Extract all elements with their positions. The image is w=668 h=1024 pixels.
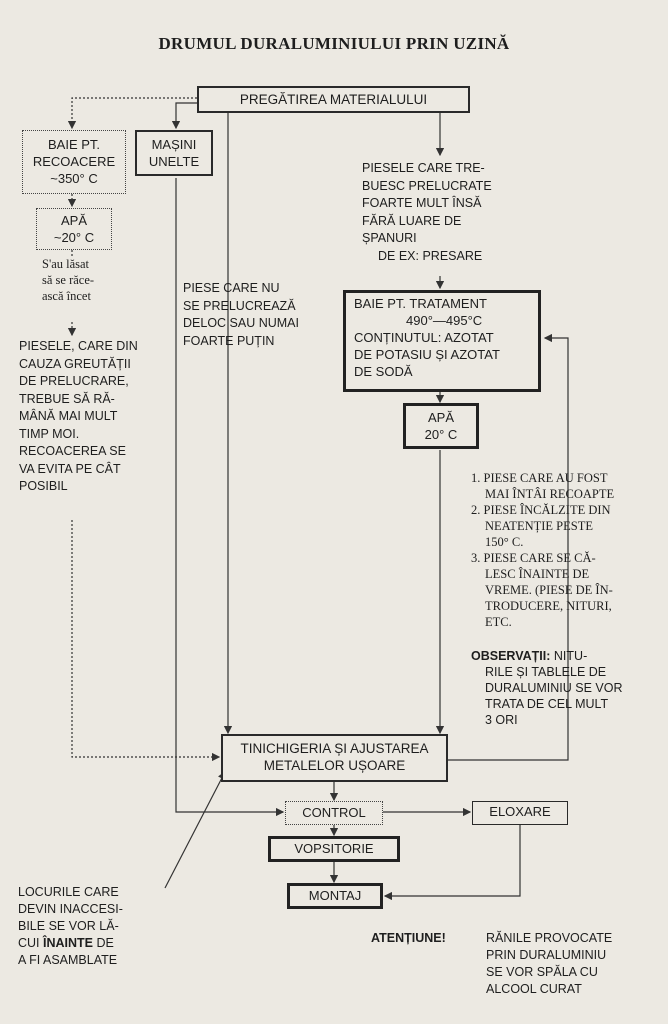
note-greutatii-line6: TIMP MOI. [19,426,80,441]
box-apa-left-line1: APĂ [60,213,87,228]
box-tratament-line3: CONȚINUTUL: AZOTAT [354,330,494,345]
box-baie-recoacere-line1: BAIE PT. [47,137,101,152]
box-apa-left-line2: ~20° C [53,230,95,245]
note-list-line7: LESC ÎNAINTE DE [485,567,590,581]
note-list-line3: 2. PIESE ÎNCĂLZITE DIN [471,503,611,517]
box-eloxare-label: ELOXARE [489,804,551,819]
note-greutatii-line9: POSIBIL [19,479,68,493]
note-piese-nu-line4: FOARTE PUȚIN [183,333,275,348]
note-lasat-line1: S'au lăsat [42,257,90,271]
box-baie-recoacere: BAIE PT. RECOACERE ~350° C [22,130,126,194]
box-tinichigeria-line1: TINICHIGERIA ȘI AJUSTAREA [240,741,429,756]
observatii-line1: NITU- [553,649,588,663]
box-control: CONTROL [285,801,383,825]
note-locurile: LOCURILE CARE DEVIN INACCESI- BILE SE VO… [18,884,168,969]
box-eloxare: ELOXARE [472,801,568,825]
note-lasat-line2: să se răce- [42,273,95,287]
note-greutatii-line4: TREBUE SĂ RĂ- [19,391,115,406]
box-masini-unelte: MAȘINI UNELTE [135,130,213,176]
box-pregatirea-label: PREGĂTIREA MATERIALULUI [239,92,428,107]
note-list-line8: VREME. (PIESE DE ÎN- [485,583,613,597]
note-list-line4: NEATENȚIE PESTE [485,519,593,533]
box-masini-line1: MAȘINI [151,137,197,152]
atentiune-line4: ALCOOL CURAT [486,982,582,996]
note-piesele-greutatii: PIESELE, CARE DIN CAUZA GREUTĂȚII DE PRE… [19,338,165,496]
box-baie-recoacere-line2: RECOACERE [32,154,116,169]
box-baie-tratament: BAIE PT. TRATAMENT 490°—495°C CONȚINUTUL… [343,290,541,392]
page-title: DRUMUL DURALUMINIULUI PRIN UZINĂ [158,34,510,53]
note-list: 1. PIESE CARE AU FOST MAI ÎNTÂI RECOAPTE… [471,470,651,630]
note-greutatii-line7: RECOACEREA SE [19,444,126,458]
observatii-line5: 3 ORI [485,713,518,727]
note-atentiune: RĂNILE PROVOCATE PRIN DURALUMINIU SE VOR… [486,930,656,998]
box-vopsitorie: VOPSITORIE [268,836,400,862]
box-baie-recoacere-line3: ~350° C [50,171,98,186]
note-locurile-de: DE [96,936,114,950]
note-list-line2: MAI ÎNTÂI RECOAPTE [485,487,615,501]
note-lasat-line3: ască încet [42,289,91,303]
atentiune-label: ATENȚIUNE! [371,931,446,945]
note-lasat: S'au lăsat să se răce- ască încet [42,256,132,304]
note-greutatii-line8: VA EVITA PE CÂT [19,461,121,476]
note-locurile-line3: BILE SE VOR LĂ- [18,919,119,933]
box-tinichigeria-line2: METALELOR UȘOARE [263,758,406,773]
box-montaj: MONTAJ [287,883,383,909]
note-locurile-line4: CUI [18,936,40,950]
note-locurile-line1: LOCURILE CARE [18,885,119,899]
atentiune-line1: RĂNILE PROVOCATE [486,931,613,945]
note-list-line9: TRODUCERE, NITURI, [485,599,612,613]
note-greutatii-line5: MÂNĂ MAI MULT [19,409,118,423]
note-trebuesc-line3: FOARTE MULT ÎNSĂ [362,196,482,210]
note-list-line1: 1. PIESE CARE AU FOST [471,471,608,485]
box-masini-line2: UNELTE [148,154,200,169]
note-locurile-line2: DEVIN INACCESI- [18,902,123,916]
observatii-line3: DURALUMINIU SE VOR [485,681,623,695]
note-trebuesc-line1: PIESELE CARE TRE- [362,161,485,175]
box-tratament-line4: DE POTASIU ȘI AZOTAT [354,347,500,362]
observatii-line2: RILE ȘI TABLELE DE [485,665,607,679]
box-vopsitorie-label: VOPSITORIE [294,841,374,856]
box-apa-right: APĂ 20° C [403,403,479,449]
box-apa-left: APĂ ~20° C [36,208,112,250]
note-trebuesc-line2: BUESC PRELUCRATE [362,178,492,193]
note-trebuesc-line5: ȘPANURI [362,231,417,245]
note-greutatii-line1: PIESELE, CARE DIN [19,339,138,353]
box-tratament-line1: BAIE PT. TRATAMENT [354,296,487,311]
box-pregatirea: PREGĂTIREA MATERIALULUI [197,86,470,113]
box-apa-right-line2: 20° C [424,427,458,442]
box-montaj-label: MONTAJ [308,888,362,903]
note-list-line5: 150° C. [485,535,524,549]
box-apa-right-line1: APĂ [427,410,454,425]
box-tinichigeria: TINICHIGERIA ȘI AJUSTAREA METALELOR UȘOA… [221,734,448,782]
note-piese-nu-line3: DELOC SAU NUMAI [183,316,299,330]
note-trebuesc-line4: FĂRĂ LUARE DE [362,213,462,228]
observatii-line4: TRATA DE CEL MULT [485,697,609,711]
note-observatii: OBSERVAȚII: NITU- RILE ȘI TABLELE DE DUR… [471,648,651,728]
note-trebuesc-line6: DE EX: PRESARE [378,248,483,263]
box-tratament-line2: 490°—495°C [406,313,483,328]
note-atentiune-label: ATENȚIUNE! [371,930,446,946]
note-locurile-inainte: ÎNAINTE [43,936,94,950]
atentiune-line3: SE VOR SPĂLA CU [486,965,598,979]
atentiune-line2: PRIN DURALUMINIU [486,948,607,962]
note-piese-nu: PIESE CARE NU SE PRELUCREAZĂ DELOC SAU N… [183,280,333,350]
note-list-line6: 3. PIESE CARE SE CĂ- [471,551,596,565]
note-piese-nu-line1: PIESE CARE NU [183,281,280,295]
note-greutatii-line2: CAUZA GREUTĂȚII [19,356,131,371]
note-list-line10: ETC. [485,615,512,629]
box-control-label: CONTROL [302,805,366,820]
note-greutatii-line3: DE PRELUCRARE, [19,374,129,388]
observatii-label: OBSERVAȚII: [471,649,551,663]
note-locurile-line5: A FI ASAMBLATE [18,953,118,967]
note-piese-nu-line2: SE PRELUCREAZĂ [183,298,296,313]
note-piesele-trebuesc: PIESELE CARE TRE- BUESC PRELUCRATE FOART… [362,160,532,265]
box-tratament-line5: DE SODĂ [354,364,413,379]
